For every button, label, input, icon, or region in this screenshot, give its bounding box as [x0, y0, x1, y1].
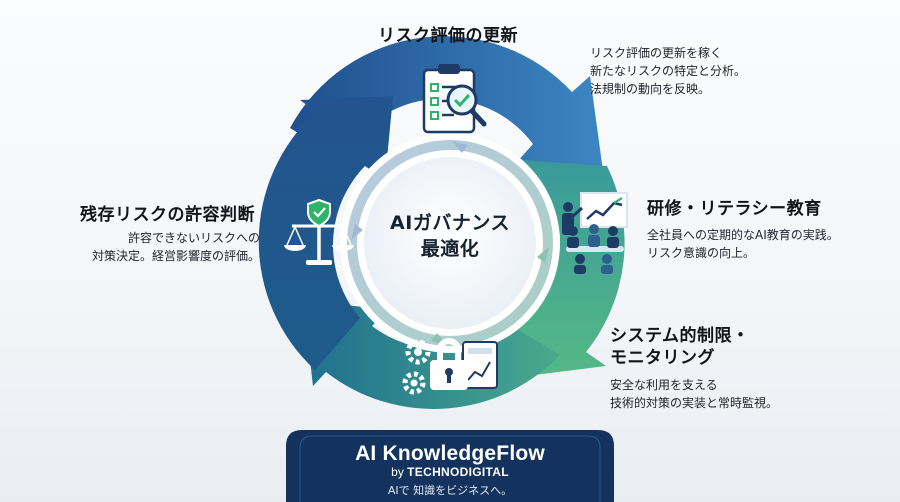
- stage-training-title: 研修・リテラシー教育: [647, 199, 822, 219]
- stage-training-desc-line2: リスク意識の向上。: [647, 246, 756, 260]
- stage-system-title-line2: モニタリング: [610, 348, 715, 368]
- stage-system-title-line1: システム的制限・: [610, 326, 750, 346]
- padlock-gears-dashboard-icon: [402, 338, 498, 395]
- stage-training-desc-line1: 全社員への定期的なAI教育の実践。: [647, 228, 839, 242]
- stage-risk-description: リスク評価の更新を稼く 新たなリスクの特定と分析。 法規制の動向を反映。: [590, 44, 746, 98]
- stage-risk-desc-line3: 法規制の動向を反映。: [590, 82, 711, 96]
- stage-residual-desc-line2: 対策決定。経営影響度の評価。: [91, 249, 260, 263]
- stage-residual-desc-line1: 許容できないリスクへの: [127, 231, 260, 245]
- ring-segment-left: [258, 96, 393, 370]
- footer-company: TECHNODIGITAL: [407, 465, 509, 479]
- stage-system-desc-line2: 技術的対策の実装と常時監視。: [610, 396, 779, 410]
- stage-training-description: 全社員への定期的なAI教育の実践。 リスク意識の向上。: [647, 226, 839, 262]
- clipboard-checklist-magnifier-icon: [422, 64, 487, 134]
- footer-tagline: AIで 知識をビジネスへ。: [387, 484, 513, 497]
- center-label: AIガバナンス 最適化: [330, 210, 570, 262]
- center-label-line1: AIガバナンス: [390, 212, 510, 234]
- stage-risk-title: リスク評価の更新: [378, 26, 518, 46]
- ring-segment-top: [290, 36, 603, 171]
- footer-byline: by TECHNODIGITAL: [0, 465, 900, 479]
- scales-shield-icon: [284, 198, 354, 265]
- inner-arrows: [351, 141, 549, 345]
- stage-system-description: 安全な利用を支える 技術的対策の実装と常時監視。: [610, 376, 778, 412]
- stage-risk-desc-line1: リスク評価の更新を稼く: [590, 46, 723, 60]
- stage-system-desc-line1: 安全な利用を支える: [610, 378, 718, 392]
- presentation-meeting-icon: [562, 192, 628, 274]
- stage-risk-desc-line2: 新たなリスクの特定と分析。: [590, 64, 747, 78]
- footer-by-prefix: by: [391, 465, 408, 479]
- center-disc: [364, 157, 536, 329]
- center-label-line2: 最適化: [420, 238, 480, 260]
- footer-brand: AI KnowledgeFlow: [355, 442, 545, 465]
- stage-system-title: システム的制限・ モニタリング: [610, 325, 750, 369]
- stage-residual-description: 許容できないリスクへの 対策決定。経営影響度の評価。: [88, 229, 260, 265]
- stage-residual-title: 残存リスクの許容判断: [80, 205, 255, 225]
- footer-tab: [286, 430, 614, 502]
